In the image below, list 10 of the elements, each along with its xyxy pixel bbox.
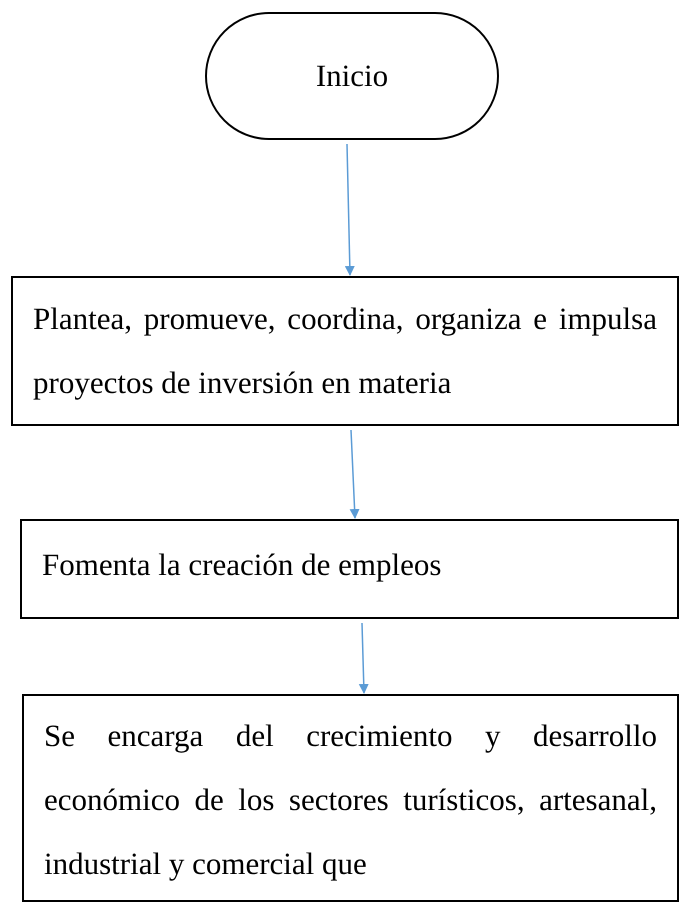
- process-box: [22, 694, 679, 902]
- node-text: Inicio: [316, 56, 388, 95]
- arrow: [358, 622, 369, 694]
- arrow: [344, 144, 355, 276]
- node-text: Se encarga del crecimiento y desarrollo económico de los sectores turísticos, artesanal, industrial y comercial que: [44, 717, 657, 883]
- process-box: [20, 519, 679, 619]
- node-text: Plantea, promueve, coordina, organiza e impulsa proyectos de inversión en materia: [33, 300, 657, 402]
- node-text: Fomenta la creación de empleos: [42, 546, 442, 584]
- process-box: [11, 276, 679, 426]
- arrow: [350, 430, 360, 519]
